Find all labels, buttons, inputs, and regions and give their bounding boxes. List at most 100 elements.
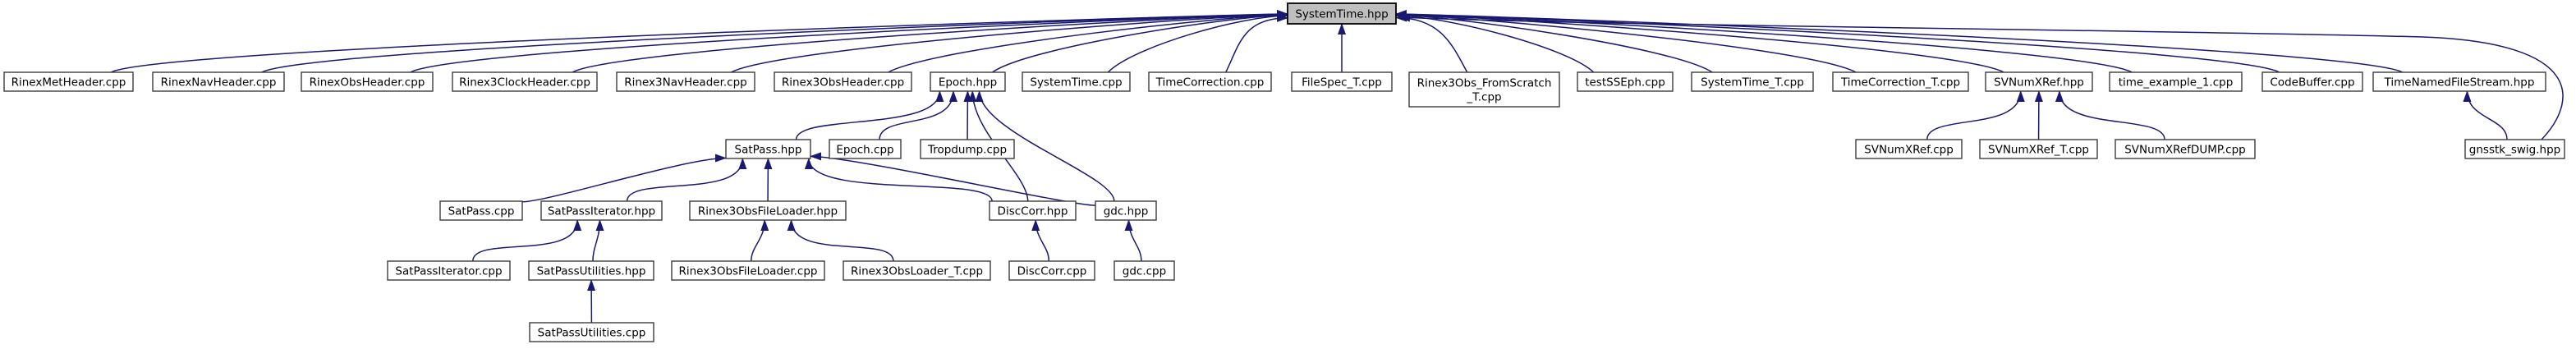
edge-DiscCorr.cpp-to-DiscCorr.hpp — [1031, 219, 1050, 262]
node-label: Tropdump.cpp — [927, 143, 1007, 156]
node-label: RinexMetHeader.cpp — [11, 76, 126, 89]
node-SystemTime.cpp[interactable]: SystemTime.cpp — [1022, 71, 1131, 92]
edge-Epoch.hpp-to-SystemTime.hpp — [992, 11, 1288, 73]
node-CodeBuffer.cpp[interactable]: CodeBuffer.cpp — [2261, 71, 2363, 92]
node-SVNumXRef_T.cpp[interactable]: SVNumXRef_T.cpp — [1979, 139, 2098, 159]
node-box — [1114, 260, 1175, 281]
node-label: TimeCorrection_T.cpp — [1840, 76, 1960, 89]
node-box — [387, 260, 511, 281]
node-RinexMetHeader.cpp[interactable]: RinexMetHeader.cpp — [3, 71, 134, 92]
node-label: SVNumXRef_T.cpp — [1988, 143, 2089, 156]
node-Rinex3NavHeader.cpp[interactable]: Rinex3NavHeader.cpp — [616, 71, 755, 92]
edge-Rinex3NavHeader.cpp-to-SystemTime.hpp — [731, 10, 1288, 73]
edge-SystemTime.cpp-to-SystemTime.hpp — [1107, 11, 1288, 73]
edge-SatPass.cpp-to-SatPass.hpp — [521, 154, 727, 203]
node-SatPass.hpp[interactable]: SatPass.hpp — [725, 139, 811, 159]
edge-RinexNavHeader.cpp-to-SystemTime.hpp — [261, 10, 1288, 73]
edge-gnsstk_swig.hpp-to-SystemTime.hpp — [1398, 13, 2564, 140]
node-box — [1291, 71, 1393, 92]
edge-SystemTime_T.cpp-to-SystemTime.hpp — [1395, 11, 1713, 73]
node-SystemTime_T.cpp[interactable]: SystemTime_T.cpp — [1691, 71, 1814, 92]
edge-SVNumXRef.hpp-to-SystemTime.hpp — [1395, 10, 2004, 73]
node-box — [152, 71, 285, 92]
node-Rinex3ObsFileLoader.hpp[interactable]: Rinex3ObsFileLoader.hpp — [689, 200, 847, 221]
node-SVNumXRefDUMP.cpp[interactable]: SVNumXRefDUMP.cpp — [2115, 139, 2256, 159]
node-testSSEph.cpp[interactable]: testSSEph.cpp — [1577, 71, 1674, 92]
node-SatPassUtilities.cpp[interactable]: SatPassUtilities.cpp — [529, 322, 654, 342]
edge-gnsstk_swig.hpp-to-TimeNamedFileStream.hpp — [2463, 90, 2508, 140]
node-box — [671, 260, 825, 281]
node-SatPassIterator.cpp[interactable]: SatPassIterator.cpp — [387, 260, 511, 281]
node-box — [2115, 139, 2256, 159]
edge-SVNumXRefDUMP.cpp-to-SVNumXRef.hpp — [2055, 90, 2165, 140]
edge-Rinex3ObsFileLoader.cpp-to-Rinex3ObsFileLoader.hpp — [751, 219, 769, 262]
node-gdc.hpp[interactable]: gdc.hpp — [1095, 200, 1157, 221]
edge-CodeBuffer.cpp-to-SystemTime.hpp — [1395, 10, 2280, 73]
node-SVNumXRef.cpp[interactable]: SVNumXRef.cpp — [1855, 139, 1963, 159]
node-Tropdump.cpp[interactable]: Tropdump.cpp — [920, 139, 1015, 159]
node-box — [452, 71, 598, 92]
node-RinexObsHeader.cpp[interactable]: RinexObsHeader.cpp — [301, 71, 434, 92]
node-label: TimeNamedFileStream.hpp — [2384, 76, 2535, 89]
node-box — [301, 71, 434, 92]
node-box — [2372, 71, 2546, 92]
node-label: time_example_1.cpp — [2119, 76, 2234, 89]
edge-RinexObsHeader.cpp-to-SystemTime.hpp — [410, 10, 1288, 73]
edge-SatPassUtilities.hpp-to-SatPassIterator.hpp — [592, 219, 604, 262]
node-label: RinexObsHeader.cpp — [310, 76, 425, 89]
node-gnsstk_swig.hpp[interactable]: gnsstk_swig.hpp — [2464, 139, 2565, 159]
node-SVNumXRef.hpp[interactable]: SVNumXRef.hpp — [1985, 71, 2093, 92]
node-label: TimeCorrection.cpp — [1155, 76, 1265, 89]
node-label: SatPassUtilities.hpp — [537, 264, 646, 278]
edge-SatPass.hpp-to-Epoch.hpp — [795, 90, 944, 140]
node-DiscCorr.cpp[interactable]: DiscCorr.cpp — [1008, 260, 1095, 281]
edge-Rinex3ObsHeader.cpp-to-SystemTime.hpp — [888, 10, 1288, 73]
node-box — [439, 200, 523, 221]
node-TimeCorrection_T.cpp[interactable]: TimeCorrection_T.cpp — [1832, 71, 1969, 92]
node-Rinex3ClockHeader.cpp[interactable]: Rinex3ClockHeader.cpp — [452, 71, 598, 92]
node-Epoch.hpp[interactable]: Epoch.hpp — [930, 71, 1006, 92]
node-label: gdc.hpp — [1104, 204, 1149, 218]
node-TimeNamedFileStream.hpp[interactable]: TimeNamedFileStream.hpp — [2372, 71, 2546, 92]
node-box — [2109, 71, 2243, 92]
node-Epoch.cpp[interactable]: Epoch.cpp — [829, 139, 902, 159]
node-Rinex3ObsLoader_T.cpp[interactable]: Rinex3ObsLoader_T.cpp — [843, 260, 991, 281]
node-FileSpec_T.cpp[interactable]: FileSpec_T.cpp — [1291, 71, 1393, 92]
node-Rinex3ObsHeader.cpp[interactable]: Rinex3ObsHeader.cpp — [774, 71, 912, 92]
node-Rinex3Obs_FromScratch_T.cpp[interactable]: Rinex3Obs_FromScratch_T.cpp — [1408, 71, 1560, 108]
node-box — [829, 139, 902, 159]
node-DiscCorr.hpp[interactable]: DiscCorr.hpp — [989, 200, 1077, 221]
node-Rinex3ObsFileLoader.cpp[interactable]: Rinex3ObsFileLoader.cpp — [671, 260, 825, 281]
node-label: FileSpec_T.cpp — [1302, 76, 1382, 89]
node-box — [1408, 71, 1560, 108]
node-box — [843, 260, 991, 281]
node-box — [1148, 71, 1272, 92]
node-time_example_1.cpp[interactable]: time_example_1.cpp — [2109, 71, 2243, 92]
node-box — [1095, 200, 1157, 221]
node-label: RinexNavHeader.cpp — [161, 76, 277, 89]
edge-TimeCorrection.cpp-to-SystemTime.hpp — [1225, 13, 1288, 73]
node-box — [1287, 2, 1397, 25]
node-box — [3, 71, 134, 92]
node-SatPassIterator.hpp[interactable]: SatPassIterator.hpp — [540, 200, 663, 221]
edge-Epoch.cpp-to-Epoch.hpp — [879, 90, 957, 140]
node-label: gnsstk_swig.hpp — [2469, 143, 2560, 156]
node-RinexNavHeader.cpp[interactable]: RinexNavHeader.cpp — [152, 71, 285, 92]
node-TimeCorrection.cpp[interactable]: TimeCorrection.cpp — [1148, 71, 1272, 92]
node-box — [1691, 71, 1814, 92]
node-box — [540, 200, 663, 221]
node-SatPass.cpp[interactable]: SatPass.cpp — [439, 200, 523, 221]
node-box — [1979, 139, 2098, 159]
node-label: SystemTime.hpp — [1295, 7, 1388, 21]
node-gdc.cpp[interactable]: gdc.cpp — [1114, 260, 1175, 281]
node-box — [725, 139, 811, 159]
node-label: DiscCorr.cpp — [1017, 264, 1087, 278]
node-SatPassUtilities.hpp[interactable]: SatPassUtilities.hpp — [528, 260, 654, 281]
node-label: _T.cpp — [1466, 90, 1501, 103]
node-box — [1008, 260, 1095, 281]
node-box — [528, 260, 654, 281]
edge-testSSEph.cpp-to-SystemTime.hpp — [1395, 11, 1595, 73]
edge-SatPassIterator.hpp-to-SatPass.hpp — [626, 158, 747, 202]
node-label: Epoch.hpp — [939, 76, 997, 89]
